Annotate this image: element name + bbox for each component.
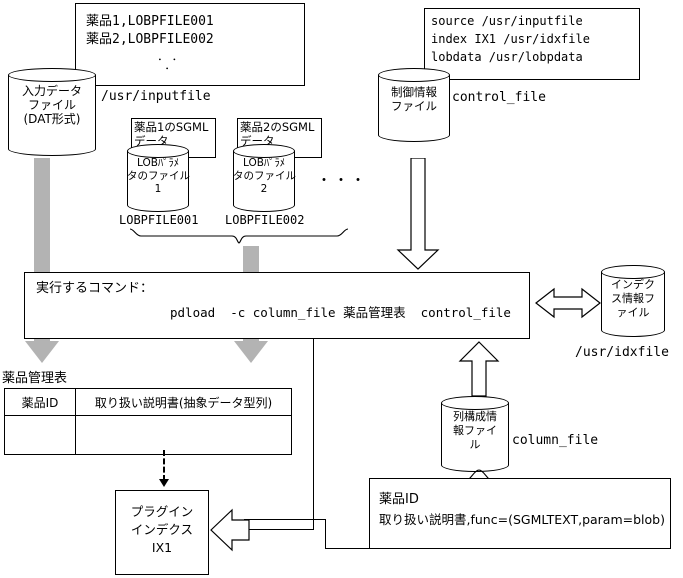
gray-arrow-input-head bbox=[25, 341, 59, 363]
gray-arrow-lob-head bbox=[234, 341, 268, 363]
lob-param-file-cylinder-1: LOBﾊﾟﾗﾒ タのファイル 1 bbox=[127, 144, 190, 212]
cylinder-body bbox=[378, 75, 450, 135]
table-caption: 薬品管理表 bbox=[2, 371, 68, 386]
lob-param-file-label-1: LOBﾊﾟﾗﾒ タのファイル 1 bbox=[127, 157, 190, 196]
column-definition-line2: 取り扱い説明書,func=(SGMLTEXT,param=blob) bbox=[379, 512, 665, 527]
column-info-file-cylinder: 列構成情 報ファイ ル bbox=[441, 396, 509, 472]
table-to-plugin-index-arrowhead bbox=[159, 479, 169, 487]
lob-param-file-label-2: LOBﾊﾟﾗﾒ タのファイル 2 bbox=[233, 157, 296, 196]
table-header-cell-manual: 取り扱い説明書(抽象データ型列) bbox=[75, 388, 292, 416]
command-to-plugin-arrowhead bbox=[210, 508, 250, 552]
columndef-to-plugin-line-horizontal bbox=[244, 519, 326, 520]
lob-param-filename-1: LOBPFILE001 bbox=[119, 213, 199, 227]
cylinder-top bbox=[378, 68, 450, 82]
column-info-file-label: 列構成情 報ファイ ル bbox=[453, 410, 497, 451]
cylinder-top bbox=[233, 144, 295, 158]
lob-param-file-cylinder-2: LOBﾊﾟﾗﾒ タのファイル 2 bbox=[233, 144, 296, 212]
control-file-line1: source /usr/inputfile bbox=[431, 14, 583, 28]
control-info-file-cylinder: 制御情報 ファイル bbox=[378, 68, 450, 142]
table-row bbox=[4, 415, 292, 455]
input-data-file-path: /usr/inputfile bbox=[101, 89, 211, 104]
cylinder-top bbox=[8, 68, 96, 82]
input-record-vertical-dots: ． ． ． bbox=[157, 50, 183, 72]
column-definition-box bbox=[369, 478, 671, 549]
plugin-index-label: プラグイン インデクス IX1 bbox=[130, 504, 194, 556]
index-info-file-cylinder: インデク ス情報フ ァイル bbox=[601, 265, 665, 337]
cylinder-body bbox=[127, 151, 189, 205]
input-record-line2: 薬品2,LOBPFILE002 bbox=[86, 32, 214, 47]
columndef-to-plugin-line-vertical bbox=[325, 520, 326, 549]
cylinder-body bbox=[233, 151, 295, 205]
columndef-box-link-line bbox=[325, 548, 370, 549]
lob-group-brace bbox=[128, 228, 350, 244]
command-to-plugin-line-horizontal bbox=[244, 529, 314, 530]
table-header-row: 薬品ID 取り扱い説明書(抽象データ型列) bbox=[4, 388, 292, 416]
control-file-line2: index IX1 /usr/idxfile bbox=[431, 32, 590, 46]
column-file-name: column_file bbox=[512, 433, 599, 448]
cylinder-top bbox=[127, 144, 189, 158]
table-cell-id bbox=[4, 415, 76, 455]
input-data-file-label: 入力データ ファイル (DAT形式) bbox=[21, 84, 82, 127]
input-record-line1: 薬品1,LOBPFILE001 bbox=[86, 14, 214, 29]
cylinder-body bbox=[441, 403, 509, 465]
command-box-heading: 実行するコマンド： bbox=[36, 281, 154, 296]
command-box-command: pdload -c column_file 薬品管理表 control_file bbox=[170, 305, 511, 320]
input-data-file-cylinder: 入力データ ファイル (DAT形式) bbox=[8, 68, 96, 156]
table-to-plugin-index-dashed-line bbox=[163, 450, 165, 481]
command-box bbox=[24, 272, 530, 339]
lob-param-filename-2: LOBPFILE002 bbox=[225, 213, 305, 227]
column-definition-line1: 薬品ID bbox=[379, 492, 419, 507]
table-header-cell-id: 薬品ID bbox=[4, 388, 76, 416]
index-info-file-label: インデク ス情報フ ァイル bbox=[611, 278, 655, 319]
index-info-file-path: /usr/idxfile bbox=[575, 345, 669, 360]
control-file-to-command-arrow bbox=[396, 158, 440, 270]
command-index-bidirectional-arrow bbox=[535, 285, 601, 321]
sgml-groups-ellipsis: ・・・ bbox=[317, 173, 368, 189]
cylinder-top bbox=[601, 265, 665, 279]
control-file-name: control_file bbox=[452, 90, 546, 105]
input-record-box bbox=[75, 3, 305, 86]
drug-management-table: 薬品ID 取り扱い説明書(抽象データ型列) bbox=[4, 388, 292, 455]
plugin-index-box bbox=[115, 490, 209, 575]
cylinder-body bbox=[601, 272, 665, 330]
control-file-line3: lobdata /usr/lobpdata bbox=[431, 50, 583, 64]
column-file-to-command-arrow bbox=[458, 341, 500, 397]
table-cell-manual bbox=[75, 415, 292, 455]
control-info-file-label: 制御情報 ファイル bbox=[391, 85, 437, 113]
cylinder-body bbox=[8, 75, 96, 149]
command-to-plugin-line-vertical bbox=[313, 339, 314, 530]
cylinder-top bbox=[441, 396, 509, 410]
control-file-content-box bbox=[424, 8, 640, 80]
